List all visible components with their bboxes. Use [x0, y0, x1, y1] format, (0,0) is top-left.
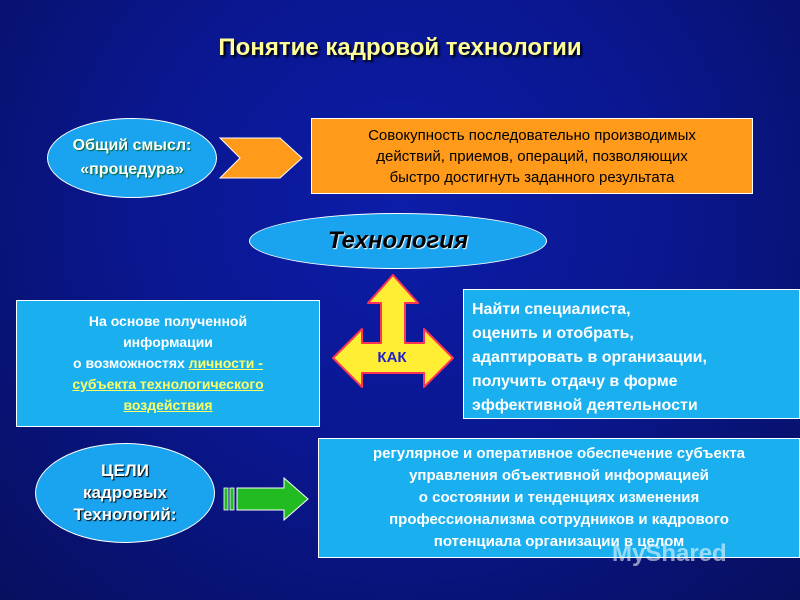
- basis-line-1: На основе полученной: [88, 313, 248, 329]
- goals-line-3: о состоянии и тенденциях изменения: [418, 489, 700, 506]
- actions-line-4: получить отдачу в форме: [472, 373, 678, 390]
- goals-label-line-2: кадровых: [83, 483, 167, 502]
- basis-line-2: информации: [123, 334, 213, 350]
- basis-box: На основе полученной информации о возмож…: [16, 300, 320, 427]
- goals-line-2: управления объективной информацией: [409, 467, 709, 484]
- goals-line-4: профессионализма сотрудников и кадрового: [389, 511, 729, 528]
- actions-line-1: Найти специалиста,: [472, 301, 631, 318]
- goals-line-1: регулярное и оперативное обеспечение суб…: [372, 445, 746, 462]
- meaning-line-1: Общий смысл:: [72, 137, 192, 154]
- basis-line-5: воздействия: [123, 397, 213, 413]
- meaning-line-2: «процедура»: [80, 161, 184, 178]
- page-title: Понятие кадровой технологии: [218, 34, 582, 61]
- definition-box: Совокупность последовательно производимы…: [311, 118, 753, 194]
- actions-line-3: адаптировать в организации,: [472, 349, 707, 366]
- orange-chevron-arrow-icon: [218, 137, 303, 179]
- definition-line-1: Совокупность последовательно производимы…: [368, 126, 696, 144]
- how-label: КАК: [377, 349, 407, 366]
- actions-line-2: оценить и отобрать,: [472, 325, 634, 342]
- goals-box: регулярное и оперативное обеспечение суб…: [318, 438, 800, 558]
- basis-line-3: о возможностях личности -: [73, 353, 263, 374]
- basis-line-4: субъекта технологического: [72, 376, 264, 392]
- goals-line-5: потенциала организации в целом: [433, 533, 685, 550]
- actions-box: Найти специалиста, оценить и отобрать, а…: [463, 289, 800, 419]
- basis-line-3-underlined: личности -: [188, 355, 263, 371]
- goals-ellipse: ЦЕЛИ кадровых Технологий:: [35, 443, 215, 543]
- definition-line-3: быстро достигнуть заданного результата: [389, 168, 675, 186]
- watermark: MyShared: [612, 540, 727, 567]
- definition-line-2: действий, приемов, операций, позволяющих: [376, 147, 688, 165]
- basis-line-3-plain: о возможностях: [73, 355, 189, 371]
- meaning-ellipse: Общий смысл: «процедура»: [47, 118, 217, 198]
- actions-line-5: эффективной деятельности: [472, 397, 698, 414]
- technology-label: Технология: [327, 227, 469, 254]
- green-striped-arrow-icon: [223, 476, 309, 522]
- yellow-four-way-arrow-icon: [332, 274, 454, 388]
- goals-label-line-1: ЦЕЛИ: [101, 461, 149, 480]
- technology-ellipse: Технология: [249, 213, 547, 269]
- goals-label-line-3: Технологий:: [73, 505, 177, 524]
